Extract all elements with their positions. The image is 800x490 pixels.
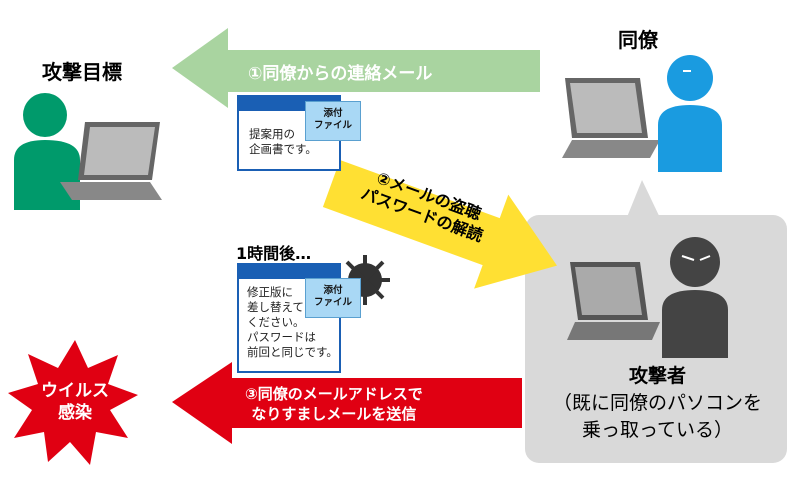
yellow-arrow-diagonal — [322, 160, 557, 289]
attachment-label: 添付 — [323, 108, 343, 119]
attacker-note-line1: （既に同僚のパソコンを — [552, 392, 762, 414]
attachment-label: ファイル — [313, 297, 352, 308]
target-laptop-icon — [60, 122, 162, 200]
attacker-person-icon — [662, 237, 728, 358]
mail2-line: 修正版に — [247, 285, 293, 299]
time-label: 1時間後… — [236, 244, 312, 263]
target-person-icon — [14, 93, 80, 210]
red-arrow-left — [172, 362, 522, 444]
attacker-note-line2: 乗っ取っている） — [581, 419, 734, 441]
colleague-laptop-icon — [562, 78, 660, 158]
mail2-line: パスワードは — [247, 330, 316, 344]
colleague-label: 同僚 — [618, 28, 658, 52]
attachment-label: 添付 — [323, 285, 343, 296]
attacker-laptop-icon — [567, 262, 660, 340]
mail1-line: 提案用の — [249, 127, 295, 141]
mail2-line: 前回と同じです。 — [247, 345, 338, 359]
infection-line2: 感染 — [58, 403, 92, 423]
colleague-person-icon — [658, 55, 722, 172]
attachment-label: ファイル — [313, 120, 352, 131]
green-arrow-left — [172, 28, 540, 108]
mail2-line: 差し替えて — [247, 300, 304, 314]
attacker-title: 攻撃者 — [628, 365, 686, 387]
infection-line1: ウイルス — [41, 381, 109, 401]
infection-starburst — [8, 340, 138, 465]
arrow1-label: ①同僚からの連絡メール — [248, 64, 433, 84]
target-label: 攻撃目標 — [42, 60, 122, 84]
arrow3-line2: なりすましメールを送信 — [251, 405, 417, 423]
attachment-envelope-icon: 添付 ファイル — [305, 278, 361, 318]
mail1-line: 企画書です。 — [249, 142, 317, 156]
arrow3-line1: ③同僚のメールアドレスで — [245, 385, 423, 403]
mail2-line: ください。 — [247, 315, 305, 329]
attachment-envelope-icon: 添付 ファイル — [305, 101, 361, 141]
